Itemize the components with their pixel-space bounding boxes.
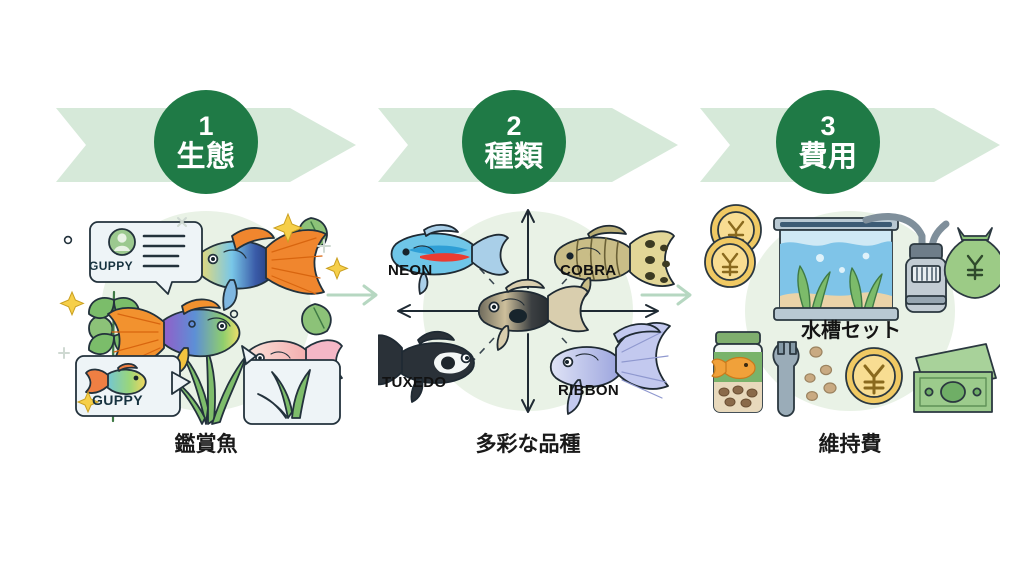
step-title-1: 生態 bbox=[176, 140, 236, 173]
aquarium-set-label: 水槽セット bbox=[801, 320, 901, 342]
caption-ecology: 鑑賞魚 bbox=[174, 433, 238, 456]
variety-label-tuxedo: TUXEDO bbox=[382, 374, 447, 391]
step-title-2: 種類 bbox=[484, 140, 544, 173]
step-circle-1: 1 生態 bbox=[154, 90, 258, 194]
connector-arrow-1 bbox=[326, 284, 378, 306]
step-title-3: 費用 bbox=[798, 140, 858, 173]
connector-arrow-2 bbox=[640, 284, 692, 306]
variety-label-neon: NEON bbox=[388, 262, 433, 279]
variety-label-ribbon: RIBBON bbox=[558, 382, 619, 399]
ecology-illustration bbox=[58, 212, 349, 425]
varieties-illustration bbox=[378, 209, 675, 415]
panel-ecology: GUPPY GUPPY bbox=[56, 196, 356, 426]
step-number-1: 1 bbox=[198, 110, 214, 141]
caption-cost: 維持費 bbox=[818, 433, 882, 456]
caption-varieties: 多彩な品種 bbox=[475, 433, 581, 456]
panel-varieties: NEON COBRA TUXEDO RIBBON bbox=[378, 196, 678, 426]
variety-label-cobra: COBRA bbox=[560, 262, 617, 279]
cost-illustration bbox=[704, 204, 1000, 417]
step-number-2: 2 bbox=[506, 110, 522, 141]
step-circle-2: 2 種類 bbox=[462, 90, 566, 194]
panel-cost: 水槽セット bbox=[700, 196, 1000, 426]
step-number-3: 3 bbox=[820, 110, 836, 141]
guppy-id-card-label: GUPPY bbox=[89, 259, 134, 273]
step-circle-3: 3 費用 bbox=[776, 90, 880, 194]
guppy-speech-card-label: GUPPY bbox=[92, 392, 144, 408]
